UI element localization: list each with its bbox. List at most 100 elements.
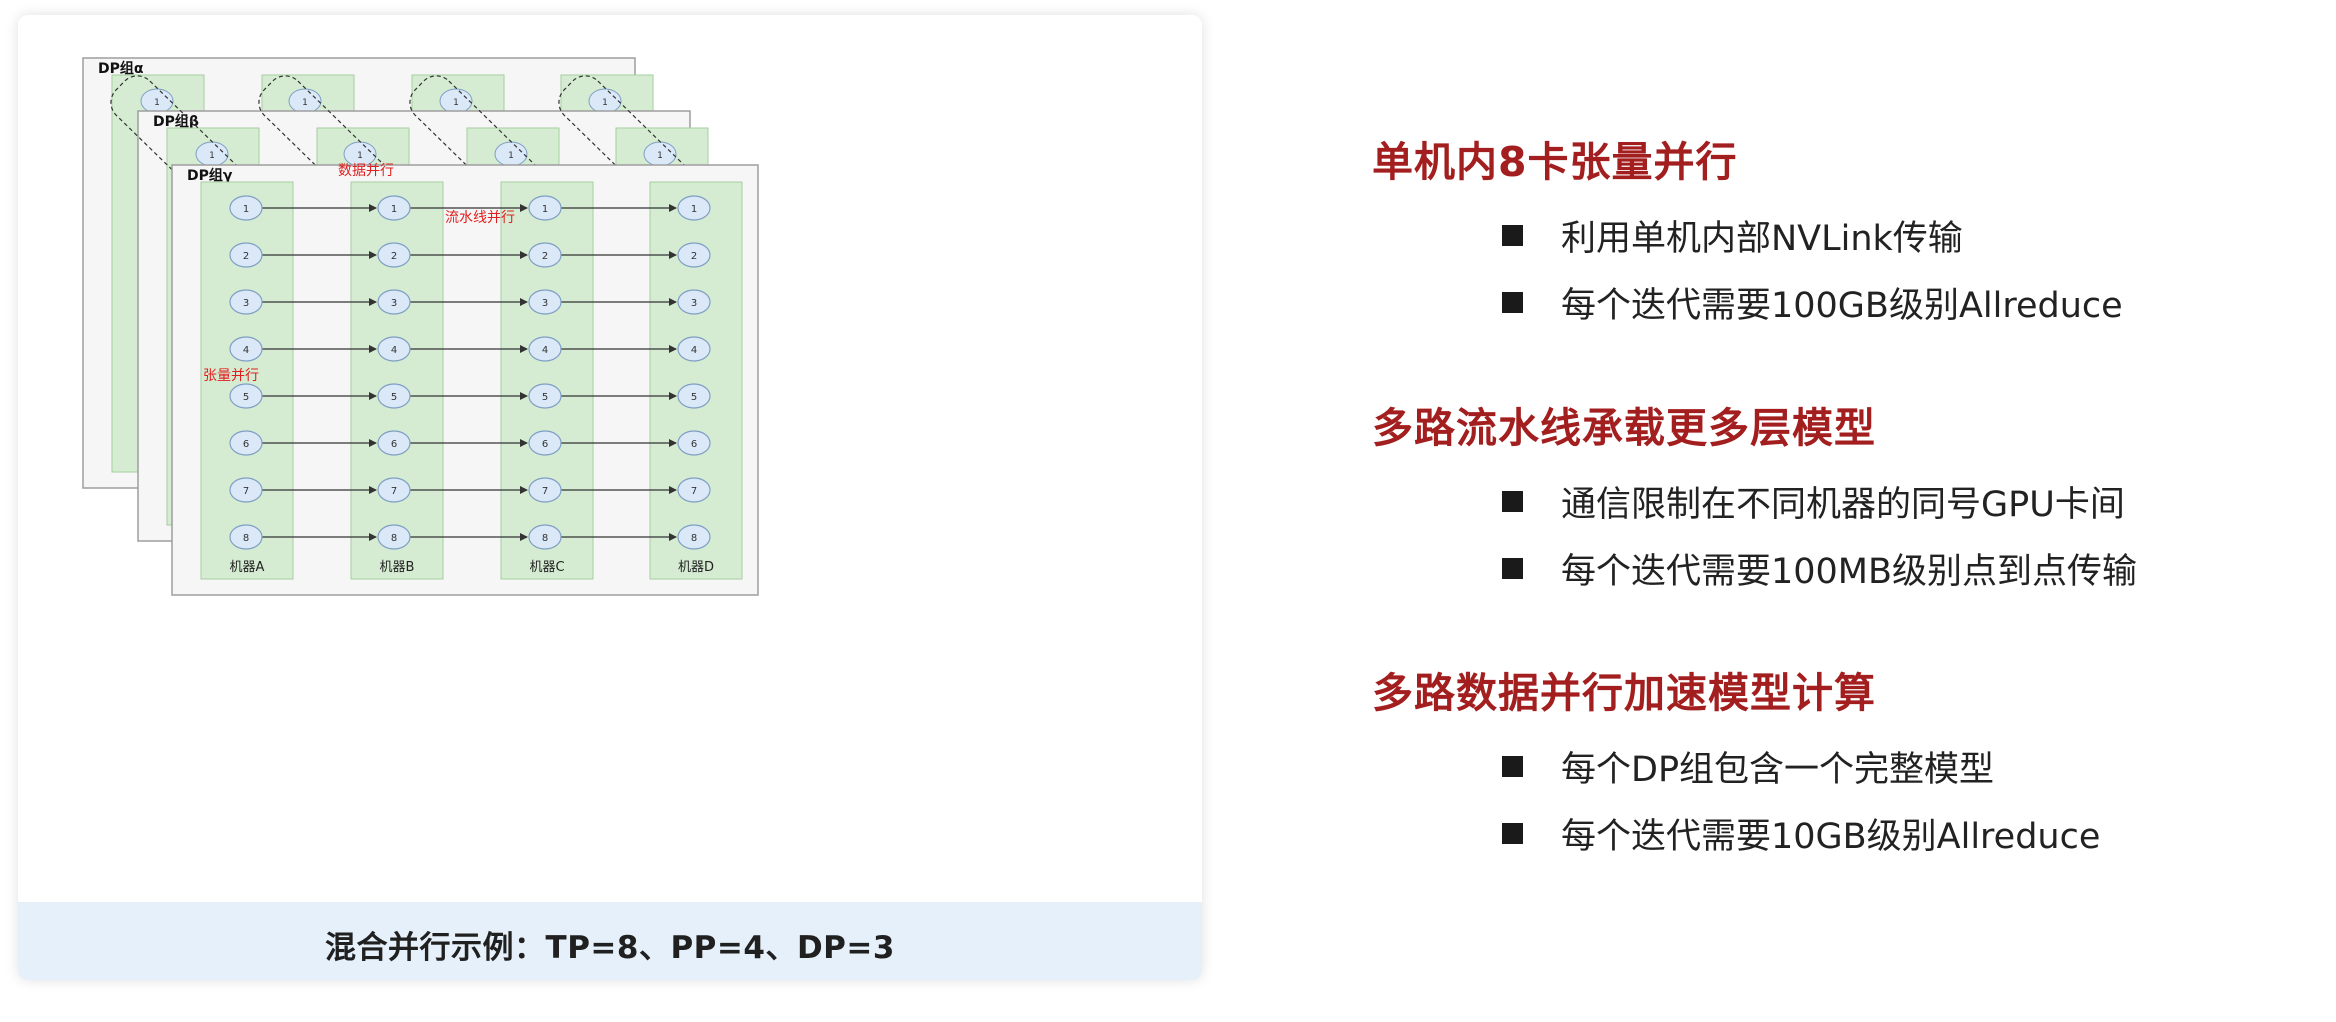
bullet-item: 利用单机内部NVLink传输 bbox=[1502, 210, 1963, 260]
gpu-node bbox=[229, 289, 263, 315]
gpu-node bbox=[677, 195, 711, 221]
section-heading: 多路数据并行加速模型计算 bbox=[1372, 669, 1876, 717]
machine-label: 机器A bbox=[230, 560, 265, 575]
bullet-square-icon bbox=[1502, 822, 1523, 844]
bullet-text: 每个DP组包含一个完整模型 bbox=[1561, 749, 1995, 790]
gpu-node bbox=[677, 383, 711, 409]
gpu-node bbox=[677, 524, 711, 550]
machine-label: 机器C bbox=[529, 560, 564, 575]
gpu-node-number: 1 bbox=[209, 151, 215, 161]
gpu-node bbox=[528, 195, 562, 221]
gpu-node bbox=[528, 289, 562, 315]
gpu-node bbox=[229, 195, 263, 221]
figure-caption-bar: 混合并行示例：TP=8、PP=4、DP=3 bbox=[18, 902, 1202, 980]
gpu-node bbox=[528, 383, 562, 409]
bullet-square-icon bbox=[1502, 224, 1523, 246]
gpu-node-number: 1 bbox=[542, 204, 548, 215]
gpu-node-number: 1 bbox=[657, 151, 663, 161]
machine-column bbox=[350, 181, 444, 580]
gpu-node bbox=[229, 524, 263, 550]
gpu-node-number: 8 bbox=[391, 533, 397, 544]
bullet-square-icon bbox=[1502, 557, 1523, 579]
gpu-node bbox=[377, 336, 411, 362]
bullet-square-icon bbox=[1502, 755, 1523, 777]
section-data-parallel: 多路数据并行加速模型计算 每个DP组包含一个完整模型 每个迭代需要10GB级别A… bbox=[1372, 665, 2322, 865]
hybrid-parallel-figure: DP组α1111机DP组β1111机DP组γ机器A机器B机器C机器D111122… bbox=[18, 15, 1202, 980]
gpu-node bbox=[377, 242, 411, 268]
bullet-text: 通信限制在不同机器的同号GPU卡间 bbox=[1561, 484, 2125, 525]
gpu-node-number: 5 bbox=[391, 392, 397, 403]
bullet-text: 利用单机内部NVLink传输 bbox=[1561, 218, 1963, 259]
gpu-node bbox=[377, 383, 411, 409]
gpu-node-number: 6 bbox=[243, 439, 249, 450]
gpu-node bbox=[528, 242, 562, 268]
explanation-panel: 单机内8卡张量并行 利用单机内部NVLink传输 每个迭代需要100GB级别Al… bbox=[1372, 0, 2322, 1022]
gpu-node bbox=[677, 289, 711, 315]
gpu-node-number: 2 bbox=[391, 251, 397, 262]
gpu-node bbox=[229, 242, 263, 268]
gpu-node-number: 3 bbox=[542, 298, 548, 309]
gpu-node bbox=[377, 477, 411, 503]
gpu-node-number: 8 bbox=[542, 533, 548, 544]
gpu-node-number: 6 bbox=[391, 439, 397, 450]
machine-column bbox=[649, 181, 743, 580]
gpu-node bbox=[229, 383, 263, 409]
figure-caption: 混合并行示例：TP=8、PP=4、DP=3 bbox=[325, 930, 895, 966]
bullet-item: 每个迭代需要100GB级别Allreduce bbox=[1502, 277, 2123, 327]
gpu-node-number: 1 bbox=[453, 98, 459, 108]
gpu-node-number: 5 bbox=[542, 392, 548, 403]
gpu-node bbox=[528, 430, 562, 456]
section-pipeline-parallel: 多路流水线承载更多层模型 通信限制在不同机器的同号GPU卡间 每个迭代需要100… bbox=[1372, 400, 2322, 600]
gpu-node-number: 7 bbox=[542, 486, 548, 497]
machine-label: 机器D bbox=[678, 560, 714, 575]
gpu-node bbox=[377, 430, 411, 456]
gpu-node-number: 3 bbox=[691, 298, 697, 309]
gpu-node-number: 5 bbox=[691, 392, 697, 403]
gpu-node bbox=[528, 336, 562, 362]
section-tensor-parallel: 单机内8卡张量并行 利用单机内部NVLink传输 每个迭代需要100GB级别Al… bbox=[1372, 134, 2322, 334]
annotation-tensor-parallel: 张量并行 bbox=[203, 368, 259, 384]
gpu-node bbox=[229, 477, 263, 503]
hybrid-parallel-diagram: DP组α1111机DP组β1111机DP组γ机器A机器B机器C机器D111122… bbox=[82, 57, 759, 596]
bullet-square-icon bbox=[1502, 291, 1523, 313]
gpu-node-number: 5 bbox=[243, 392, 249, 403]
gpu-node-number: 7 bbox=[243, 486, 249, 497]
gpu-node bbox=[677, 336, 711, 362]
gpu-node bbox=[229, 336, 263, 362]
gpu-node-number: 1 bbox=[302, 98, 308, 108]
gpu-node bbox=[528, 524, 562, 550]
gpu-node-number: 2 bbox=[542, 251, 548, 262]
gpu-node bbox=[677, 477, 711, 503]
gpu-node bbox=[229, 430, 263, 456]
gpu-node-number: 3 bbox=[243, 298, 249, 309]
gpu-node-number: 1 bbox=[154, 98, 160, 108]
bullet-text: 每个迭代需要100GB级别Allreduce bbox=[1561, 285, 2123, 326]
gpu-node-number: 2 bbox=[243, 251, 249, 262]
machine-column bbox=[500, 181, 594, 580]
gpu-node-number: 1 bbox=[691, 204, 697, 215]
gpu-node bbox=[377, 289, 411, 315]
gpu-node-number: 6 bbox=[542, 439, 548, 450]
gpu-node-number: 4 bbox=[391, 345, 397, 356]
bullet-item: 每个迭代需要100MB级别点到点传输 bbox=[1502, 543, 2137, 593]
bullet-text: 每个迭代需要100MB级别点到点传输 bbox=[1561, 551, 2138, 592]
gpu-node bbox=[528, 477, 562, 503]
machine-label: 机器B bbox=[380, 560, 415, 575]
bullet-square-icon bbox=[1502, 490, 1523, 512]
gpu-node-number: 1 bbox=[243, 204, 249, 215]
section-heading: 多路流水线承载更多层模型 bbox=[1372, 404, 1876, 452]
gpu-node-number: 4 bbox=[243, 345, 249, 356]
annotation-pipeline-parallel: 流水线并行 bbox=[445, 210, 515, 226]
section-heading: 单机内8卡张量并行 bbox=[1372, 138, 1738, 186]
gpu-node-number: 4 bbox=[542, 345, 548, 356]
gpu-node-number: 6 bbox=[691, 439, 697, 450]
bullet-item: 每个DP组包含一个完整模型 bbox=[1502, 741, 1994, 791]
gpu-node-number: 2 bbox=[691, 251, 697, 262]
gpu-node bbox=[677, 430, 711, 456]
gpu-node bbox=[377, 524, 411, 550]
annotation-data-parallel: 数据并行 bbox=[338, 163, 394, 179]
gpu-node-number: 8 bbox=[243, 533, 249, 544]
gpu-node-number: 1 bbox=[602, 98, 608, 108]
gpu-node-number: 7 bbox=[391, 486, 397, 497]
